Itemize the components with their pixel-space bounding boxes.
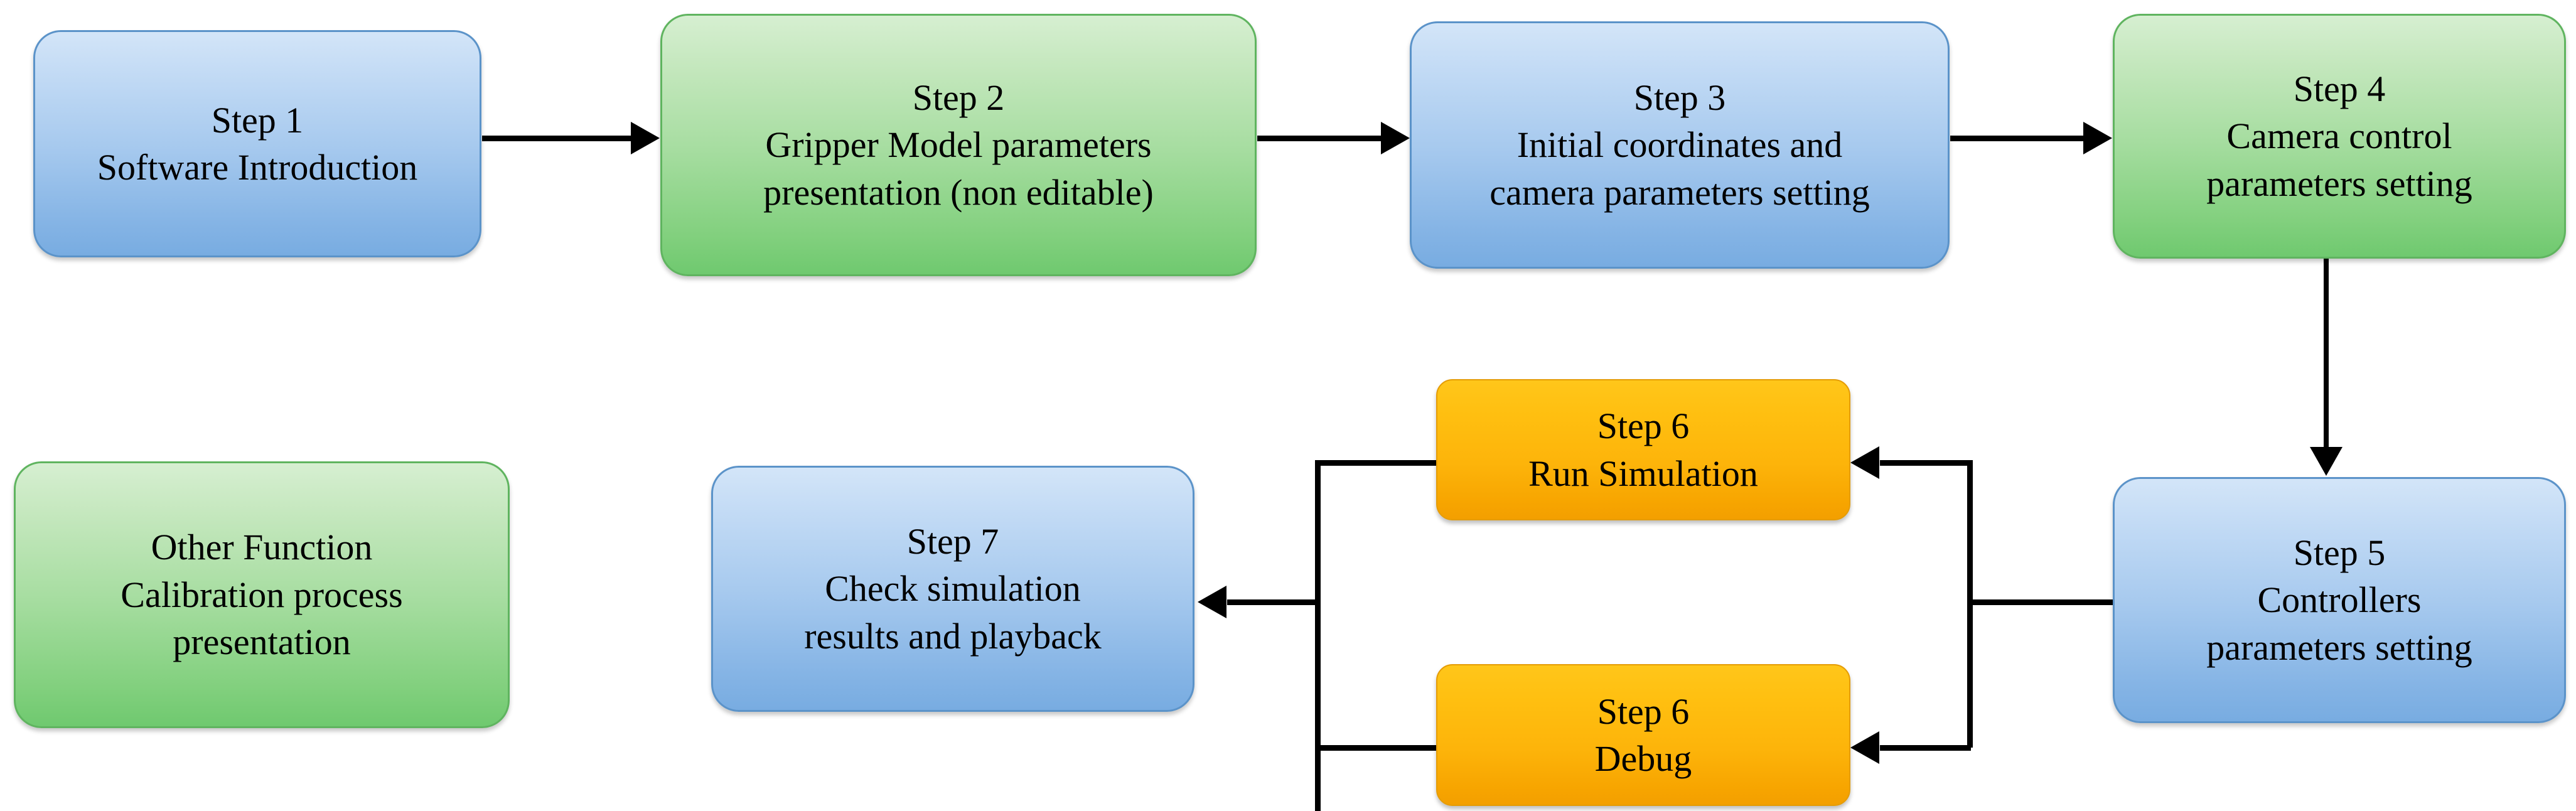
node-step7-line-1: Step 7 xyxy=(906,520,999,562)
node-step4-line-1: Step 4 xyxy=(2293,68,2386,109)
node-other-function-line-3: presentation xyxy=(173,621,351,663)
node-step6-run-line-2: Run Simulation xyxy=(1528,453,1758,494)
node-other-function-line-2: Calibration process xyxy=(121,574,403,615)
arrow-split-to-step6-debug xyxy=(1850,731,1879,764)
node-step6-debug-line-2: Debug xyxy=(1594,738,1692,779)
connector-step4-step5 xyxy=(2324,257,2329,449)
node-step1-line-1: Step 1 xyxy=(211,99,304,141)
node-step5-line-2: Controllers xyxy=(2257,579,2422,621)
connector-split-bottom-branch xyxy=(1880,745,1971,751)
node-other-function-line-1: Other Function xyxy=(151,527,373,568)
node-step5-line-3: parameters setting xyxy=(2206,626,2472,668)
node-step6-debug-line-1: Step 6 xyxy=(1597,690,1690,732)
node-step1-line-2: Software Introduction xyxy=(97,147,418,188)
arrow-step4-step5 xyxy=(2310,447,2343,476)
node-step6-run-simulation[interactable]: Step 6 Run Simulation xyxy=(1436,379,1850,520)
connector-merge-top-branch xyxy=(1315,460,1439,466)
connector-merge-to-step7 xyxy=(1227,599,1318,605)
node-step5-line-1: Step 5 xyxy=(2293,532,2386,573)
node-step3-line-1: Step 3 xyxy=(1633,77,1726,118)
connector-split-vertical xyxy=(1967,460,1973,748)
node-step2-line-3: presentation (non editable) xyxy=(763,171,1154,213)
node-step5[interactable]: Step 5 Controllers parameters setting xyxy=(2113,477,2566,723)
node-step4[interactable]: Step 4 Camera control parameters setting xyxy=(2113,14,2566,259)
arrow-step2-step3 xyxy=(1381,122,1410,154)
connector-step1-step2 xyxy=(482,136,633,141)
node-step4-line-3: parameters setting xyxy=(2206,163,2472,204)
arrow-step1-step2 xyxy=(631,122,660,154)
connector-split-top-branch xyxy=(1880,460,1971,466)
arrow-step3-step4 xyxy=(2083,122,2112,154)
node-step3-line-3: camera parameters setting xyxy=(1489,171,1870,213)
node-step7-line-2: Check simulation xyxy=(825,568,1081,610)
node-step1[interactable]: Step 1 Software Introduction xyxy=(33,30,481,257)
connector-step3-step4 xyxy=(1950,136,2085,141)
node-step2-line-2: Gripper Model parameters xyxy=(765,124,1152,166)
arrow-split-to-step6-run xyxy=(1850,446,1879,479)
arrow-merge-to-step7 xyxy=(1198,586,1226,618)
node-step6-debug[interactable]: Step 6 Debug xyxy=(1436,664,1850,806)
connector-step2-step3 xyxy=(1257,136,1383,141)
node-step4-line-2: Camera control xyxy=(2226,115,2452,157)
connector-step5-to-split xyxy=(1971,599,2115,605)
node-step3-line-2: Initial coordinates and xyxy=(1516,124,1843,166)
connector-merge-bottom-branch xyxy=(1315,745,1439,751)
node-step6-run-line-1: Step 6 xyxy=(1597,406,1690,447)
node-step3[interactable]: Step 3 Initial coordinates and camera pa… xyxy=(1410,21,1950,269)
node-other-function[interactable]: Other Function Calibration process prese… xyxy=(14,461,510,728)
node-step2-line-1: Step 2 xyxy=(912,77,1005,118)
node-step7[interactable]: Step 7 Check simulation results and play… xyxy=(711,466,1194,712)
connector-merge-vertical xyxy=(1315,460,1321,811)
node-step7-line-3: results and playback xyxy=(804,615,1102,657)
node-step2[interactable]: Step 2 Gripper Model parameters presenta… xyxy=(660,14,1257,276)
